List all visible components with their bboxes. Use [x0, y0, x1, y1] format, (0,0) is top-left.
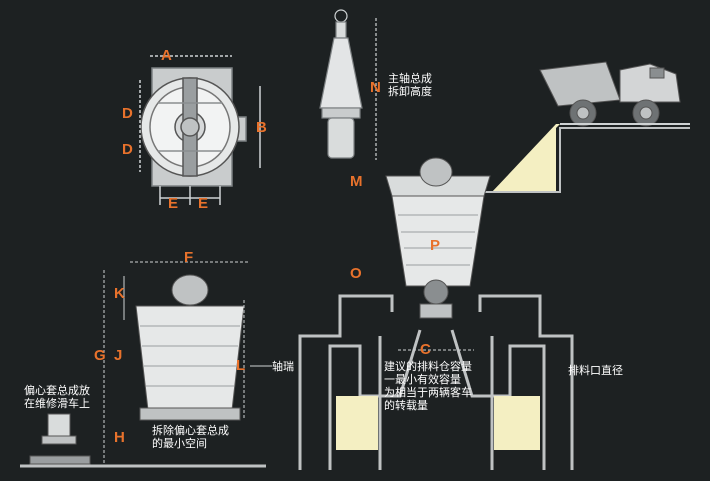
label-g: G: [94, 347, 106, 364]
label-a: A: [161, 47, 172, 64]
eccentric-dolly-note: 偏心套总成放 在维修滑车上: [24, 384, 90, 410]
label-h: H: [114, 429, 125, 446]
removal-space-note: 拆除偏心套总成 的最小空间: [152, 424, 229, 450]
label-d-lower: D: [122, 141, 133, 158]
truck: [539, 61, 690, 127]
foundation: [298, 294, 574, 470]
main-shaft-height-note: 主轴总成 拆卸高度: [388, 72, 432, 98]
label-l: L: [236, 357, 246, 374]
discharge-material: [336, 396, 540, 450]
discharge-diameter-note: 排料口直径: [568, 364, 623, 377]
label-b: B: [256, 119, 267, 136]
top-view: [139, 55, 261, 205]
label-e-right: E: [198, 195, 209, 212]
eccentric-on-dolly: [29, 413, 91, 465]
bushing-note: 轴瑞: [272, 360, 294, 373]
crusher-assembly: [385, 157, 491, 319]
main-shaft: [319, 9, 377, 160]
label-j: J: [114, 347, 123, 364]
label-p: P: [430, 237, 441, 254]
label-d-upper: D: [122, 105, 133, 122]
label-e-left: E: [168, 195, 179, 212]
label-f: F: [184, 249, 194, 266]
label-k: K: [114, 285, 125, 302]
hopper-capacity-note: 建议的排料仓容量 一最小有效容量 为相当于两辆客车 的转载量: [384, 360, 472, 412]
label-m: M: [350, 173, 363, 190]
ramp: [480, 124, 690, 193]
eccentric-side-view: [103, 261, 272, 466]
label-o: O: [350, 265, 362, 282]
label-c: C: [420, 341, 431, 358]
label-n: N: [370, 79, 381, 96]
